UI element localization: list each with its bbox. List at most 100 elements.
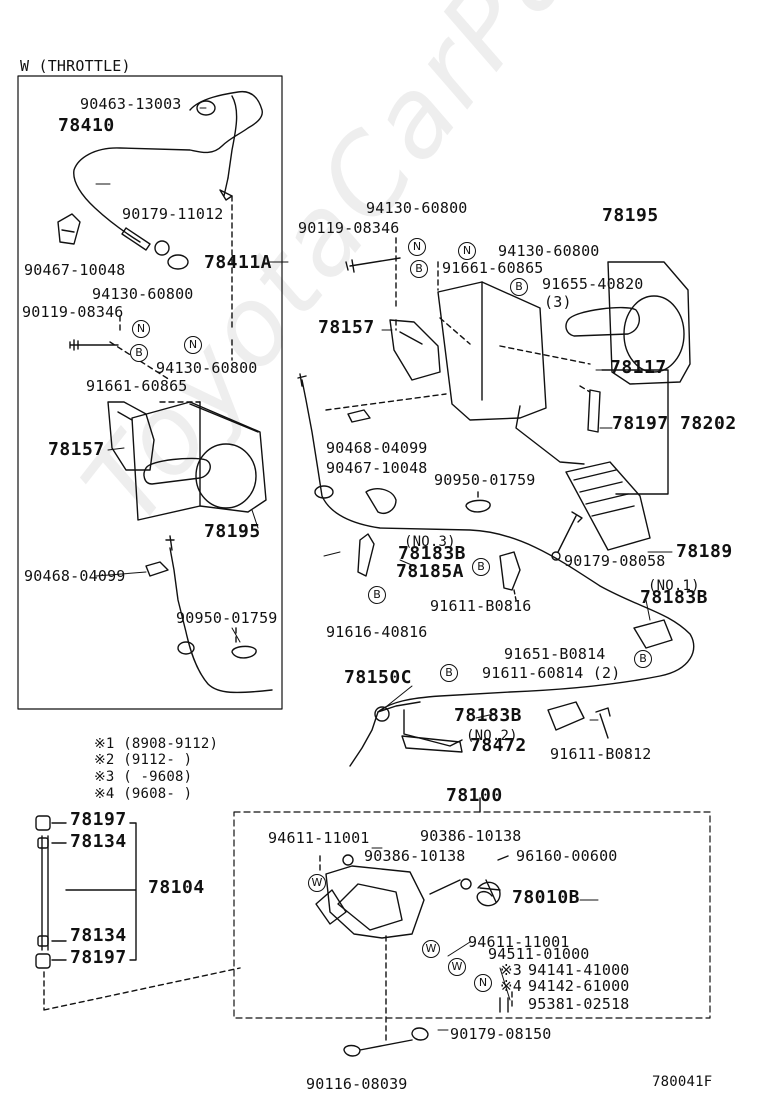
pedal-box-78195 [437, 281, 547, 421]
label-94141-41000: 94141-41000 [528, 961, 630, 979]
label-94611-11001-b: 94611-11001 [468, 933, 570, 951]
mark-B: B [634, 650, 652, 668]
link-assembly-78100 [325, 865, 425, 939]
label-90179-08150: 90179-08150 [450, 1025, 552, 1043]
label-90116-08039: 90116-08039 [306, 1075, 408, 1093]
label-78183B-b: 78183B [640, 587, 709, 608]
bracket-78157-right [389, 319, 441, 381]
clip-90468-right [347, 409, 371, 423]
label-90463-13003: 90463-13003 [80, 95, 182, 113]
cable-adjuster [121, 227, 151, 251]
spring-78010B [476, 881, 501, 907]
label-no3: (NO.3) [404, 534, 456, 550]
label-94511-01000: 94511-01000 [488, 945, 590, 963]
clip-90468-left [145, 561, 169, 577]
label-78157-a: 78157 [48, 439, 105, 460]
label-91661-60865-b: 91661-60865 [442, 259, 544, 277]
accelerator-pedal-78189 [565, 461, 651, 551]
throttle-cable-lower [169, 547, 273, 694]
mark-N: N [184, 336, 202, 354]
label-78185A: 78185A [396, 561, 465, 582]
mark-N: N [408, 238, 426, 256]
mark-B: B [510, 278, 528, 296]
bracket-78157-left [107, 401, 155, 471]
label-90386-10138-a: 90386-10138 [420, 827, 522, 845]
label-qty-3: (3) [544, 293, 572, 311]
cable-end-78150C [349, 701, 421, 767]
label-91611-60814: 91611-60814 (2) [482, 664, 621, 682]
clip-90463 [196, 100, 216, 116]
label-90179-08058: 90179-08058 [564, 552, 666, 570]
clamp-78185A [357, 533, 375, 577]
clip-90467-right [365, 488, 397, 514]
label-78183B-a: 78183B [398, 543, 467, 564]
label-78197-b: 78197 [70, 809, 127, 830]
mark-B: B [410, 260, 428, 278]
label-95381-02518: 95381-02518 [528, 995, 630, 1013]
label-90950-01759-a: 90950-01759 [176, 609, 278, 627]
label-91616-40816: 91616-40816 [326, 623, 428, 641]
throttle-cable-upper [73, 90, 263, 243]
label-78195-b: 78195 [602, 205, 659, 226]
label-90386-10138-b: 90386-10138 [364, 847, 466, 865]
bushing-78134-top [37, 837, 49, 849]
label-note-ref-4: ※4 [500, 977, 522, 995]
label-91651-B0814: 91651-B0814 [504, 645, 606, 663]
label-78197-c: 78197 [70, 947, 127, 968]
label-91611-B0816: 91611-B0816 [430, 597, 532, 615]
bolt-90116-08039 [343, 1039, 413, 1057]
pedal-bracket-78195-left [131, 401, 267, 521]
label-78134-b: 78134 [70, 925, 127, 946]
label-90119-08346-b: 90119-08346 [298, 219, 400, 237]
note-1: ※1 (8908-9112) [94, 736, 219, 752]
mark-W: W [308, 874, 326, 892]
bolt-90119-left [69, 339, 119, 351]
label-78183B-c: 78183B [454, 705, 523, 726]
bolt-90179-08058 [557, 511, 583, 553]
label-94130-60800-c: 94130-60800 [366, 199, 468, 217]
pad-90950-left [231, 645, 257, 659]
bolt-90179-08150 [411, 1027, 429, 1041]
mark-B: B [130, 344, 148, 362]
frame-title: W (THROTTLE) [20, 57, 131, 75]
label-91655-40820: 91655-40820 [542, 275, 644, 293]
note-2: ※2 (9112- ) [94, 752, 193, 768]
mark-B: B [472, 558, 490, 576]
label-91611-B0812: 91611-B0812 [550, 745, 652, 763]
label-78202: 78202 [680, 413, 737, 434]
cable-grommet [167, 254, 189, 270]
bracket-78472 [401, 735, 463, 753]
throttle-frame [17, 75, 283, 710]
label-90950-01759-b: 90950-01759 [434, 471, 536, 489]
label-no1: (NO.1) [648, 578, 700, 594]
note-3: ※3 ( -9608) [94, 769, 193, 785]
label-90179-11012: 90179-11012 [122, 205, 224, 223]
label-78150C: 78150C [344, 667, 413, 688]
mark-B: B [440, 664, 458, 682]
bushing-78197-top [35, 815, 51, 831]
mark-N: N [132, 320, 150, 338]
label-78104: 78104 [148, 877, 205, 898]
clamp-78183B-no3 [499, 551, 521, 591]
mark-N: N [458, 242, 476, 260]
label-94611-11001-a: 94611-11001 [268, 829, 370, 847]
label-90467-10048: 90467-10048 [24, 261, 126, 279]
pad-90950-right [465, 499, 491, 513]
label-78195-a: 78195 [204, 521, 261, 542]
label-94130-60800-b: 94130-60800 [156, 359, 258, 377]
label-78134-a: 78134 [70, 831, 127, 852]
label-90468-04099-b: 90468-04099 [326, 439, 428, 457]
mark-B: B [368, 586, 386, 604]
label-78472: 78472 [470, 735, 527, 756]
label-78117: 78117 [610, 357, 667, 378]
label-78197-a: 78197 [612, 413, 669, 434]
label-90119-08346-a: 90119-08346 [22, 303, 124, 321]
label-96160-00600: 96160-00600 [516, 847, 618, 865]
label-91661-60865-a: 91661-60865 [86, 377, 188, 395]
mark-N: N [474, 974, 492, 992]
clip-90467-left [57, 213, 81, 245]
mark-W: W [422, 940, 440, 958]
diagram-code: 780041F [652, 1074, 713, 1090]
bushing-78134-bottom [37, 935, 49, 947]
